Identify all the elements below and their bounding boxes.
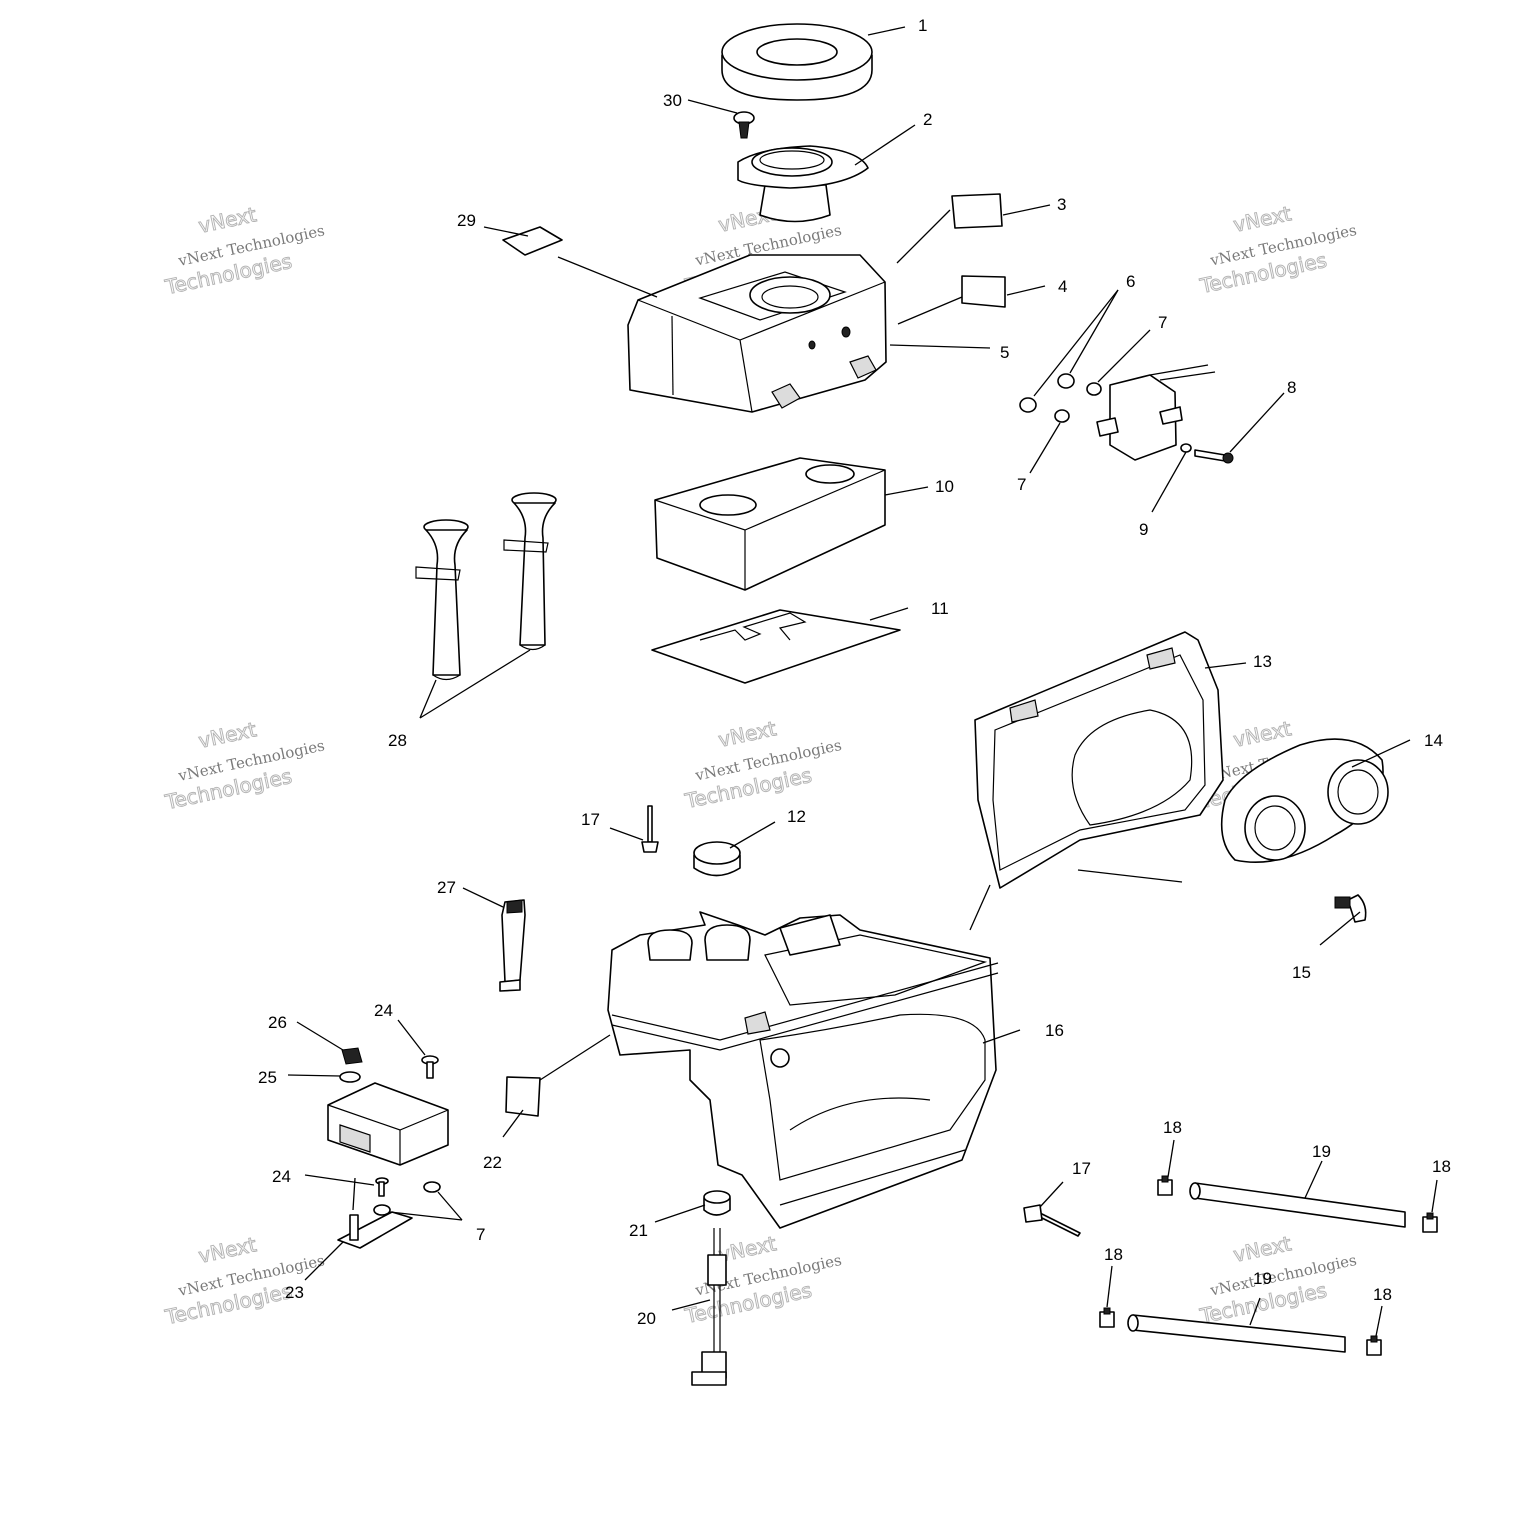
callout-labels: 1 2 3 4 5 6 7 7 8 9 10 11 12 13 14 15 16… <box>258 16 1451 1328</box>
part-17-rivet-lower <box>1023 1204 1081 1237</box>
part-6-7-spacers <box>1019 373 1102 423</box>
callout-29: 29 <box>457 211 476 230</box>
part-9-washer <box>1180 443 1192 453</box>
callout-3: 3 <box>1057 195 1066 214</box>
callout-6: 6 <box>1126 272 1135 291</box>
callout-18b: 18 <box>1432 1157 1451 1176</box>
part-11-gasket <box>651 609 901 684</box>
part-22-decal <box>505 1076 541 1117</box>
part-12-cap <box>693 841 741 877</box>
part-cdi-module <box>327 1082 449 1166</box>
callout-17b: 17 <box>1072 1159 1091 1178</box>
part-coil-bracket <box>1096 364 1216 461</box>
watermark-top-left: vNext vNext Technologies Technologies <box>162 202 326 300</box>
callout-2: 2 <box>923 110 932 129</box>
callout-26: 26 <box>268 1013 287 1032</box>
part-20-drain-assembly <box>691 1228 727 1386</box>
watermark-bottom-center: vNext vNext Technologies Technologies <box>682 1231 843 1329</box>
watermark-bottom-right: vNext vNext Technologies Technologies <box>1197 1231 1358 1329</box>
watermark-top-right: vNext vNext Technologies Technologies <box>1197 201 1358 299</box>
part-18-clamp-4 <box>1366 1335 1382 1356</box>
callout-16: 16 <box>1045 1021 1064 1040</box>
part-19-hose-upper <box>1189 1182 1406 1228</box>
part-18-clamp-1 <box>1157 1175 1173 1196</box>
part-10-foam-filter <box>654 457 886 591</box>
svg-text:vNext: vNext <box>196 1232 258 1268</box>
part-30-push-rivet <box>733 111 755 139</box>
watermark-mid-left: vNext vNext Technologies Technologies <box>162 717 326 815</box>
svg-text:vNext: vNext <box>1231 201 1293 237</box>
part-16-airbox-base <box>607 911 999 1229</box>
part-18-clamp-2 <box>1422 1212 1438 1233</box>
part-24-screw-lower <box>375 1177 389 1197</box>
callout-30: 30 <box>663 91 682 110</box>
callout-24b: 24 <box>272 1167 291 1186</box>
callout-28: 28 <box>388 731 407 750</box>
part-25-washer <box>339 1071 361 1083</box>
callout-7a: 7 <box>1158 313 1167 332</box>
callout-19b: 19 <box>1253 1269 1272 1288</box>
part-5-airbox-cover <box>627 254 887 413</box>
callout-18d: 18 <box>1373 1285 1392 1304</box>
callout-25: 25 <box>258 1068 277 1087</box>
callout-22: 22 <box>483 1153 502 1172</box>
part-14-outlet-adapter <box>1220 738 1389 863</box>
part-18-clamp-3 <box>1099 1307 1115 1328</box>
callout-10: 10 <box>935 477 954 496</box>
callout-7b: 7 <box>1017 475 1026 494</box>
part-28-intake-horn-right <box>503 492 557 651</box>
part-17-rivet-upper <box>641 805 659 853</box>
callout-9: 9 <box>1139 520 1148 539</box>
svg-text:vNext: vNext <box>1231 716 1293 752</box>
callout-5: 5 <box>1000 343 1009 362</box>
watermark-bottom-left: vNext vNext Technologies Technologies <box>162 1232 326 1330</box>
part-24-screw-upper <box>421 1055 439 1079</box>
part-7-grommets-lower <box>373 1181 441 1216</box>
callout-23: 23 <box>285 1283 304 1302</box>
callout-27: 27 <box>437 878 456 897</box>
callout-15: 15 <box>1292 963 1311 982</box>
callout-20: 20 <box>637 1309 656 1328</box>
part-21-grommet <box>703 1190 731 1216</box>
svg-text:vNext: vNext <box>1231 1231 1293 1267</box>
callout-7c: 7 <box>476 1225 485 1244</box>
part-4-decal <box>961 275 1006 308</box>
part-8-bolt <box>1194 449 1234 464</box>
part-23-bracket <box>337 1211 413 1249</box>
part-29-decal <box>502 226 563 256</box>
callout-21: 21 <box>629 1221 648 1240</box>
part-3-decal <box>951 193 1003 229</box>
svg-text:vNext: vNext <box>196 717 258 753</box>
callout-13: 13 <box>1253 652 1272 671</box>
watermark-mid-center: vNext vNext Technologies Technologies <box>682 716 843 814</box>
svg-text:vNext: vNext <box>196 202 258 238</box>
callout-17a: 17 <box>581 810 600 829</box>
part-27-strap <box>499 899 526 992</box>
callout-19a: 19 <box>1312 1142 1331 1161</box>
callout-1: 1 <box>918 16 927 35</box>
callout-4: 4 <box>1058 277 1067 296</box>
part-15-push-rivet <box>1334 894 1367 923</box>
part-19-hose-lower <box>1127 1314 1346 1353</box>
callout-24a: 24 <box>374 1001 393 1020</box>
part-2-intake-adapter <box>737 145 869 223</box>
callout-14: 14 <box>1424 731 1443 750</box>
part-13-side-panel <box>974 631 1224 889</box>
callout-18a: 18 <box>1163 1118 1182 1137</box>
callout-8: 8 <box>1287 378 1296 397</box>
callout-18c: 18 <box>1104 1245 1123 1264</box>
svg-text:vNext: vNext <box>716 716 778 752</box>
callout-11: 11 <box>931 599 949 618</box>
leader-lines <box>287 26 1438 1337</box>
part-28-intake-horn-left <box>415 519 469 681</box>
part-26-nut <box>341 1047 363 1065</box>
part-1-foam-ring <box>721 23 873 101</box>
callout-12: 12 <box>787 807 806 826</box>
